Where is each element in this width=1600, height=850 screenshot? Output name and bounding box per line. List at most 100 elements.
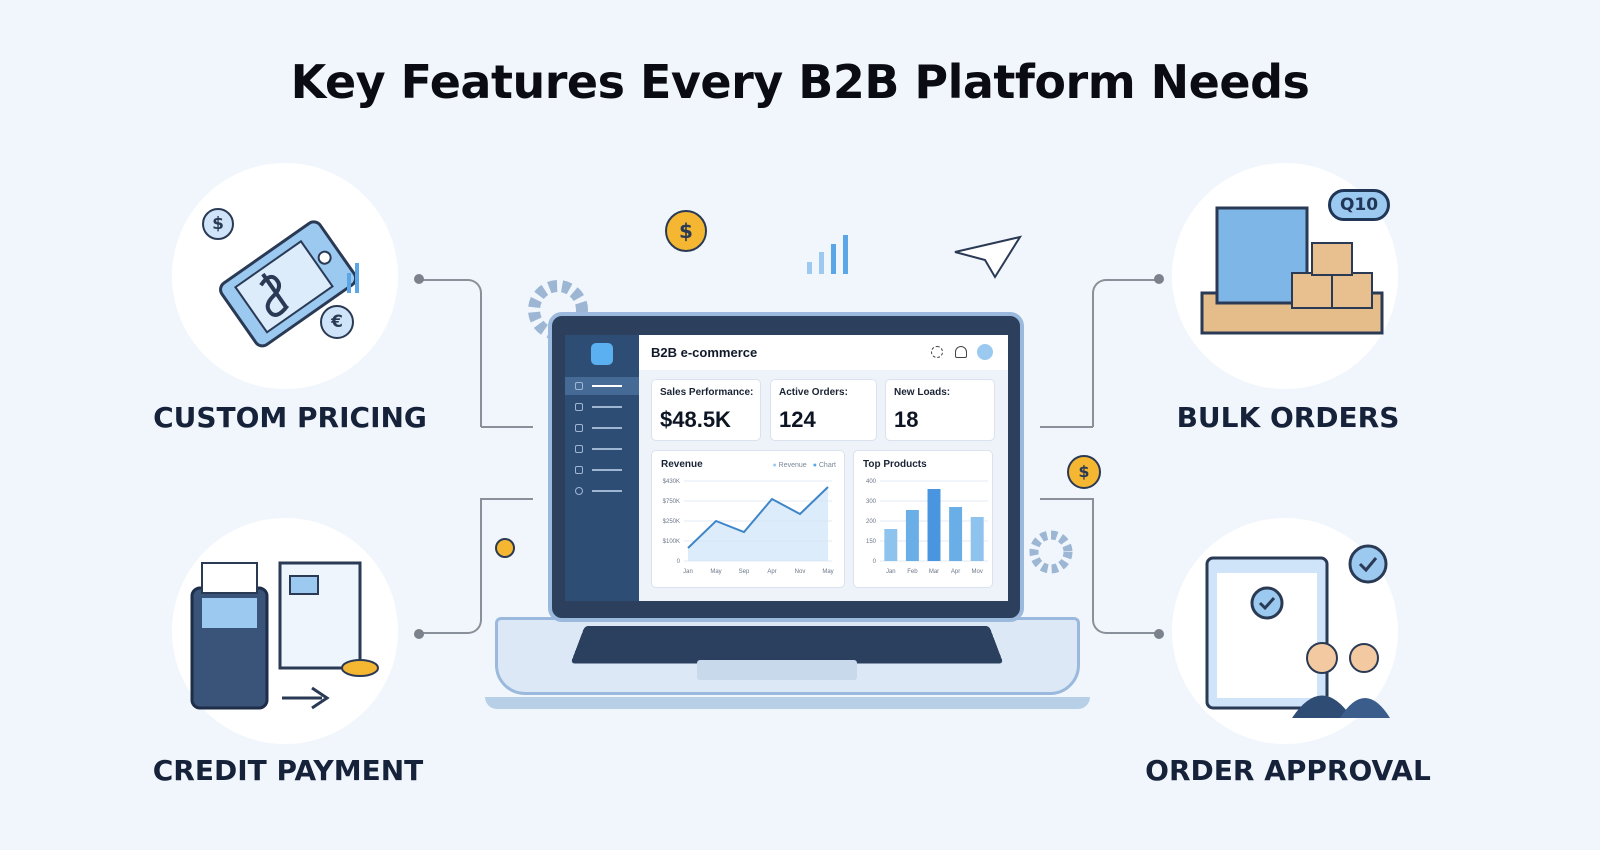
item-label-placeholder <box>592 427 622 429</box>
connector-dot <box>1154 274 1164 284</box>
y-tick-label: 400 <box>866 479 877 485</box>
kpi-value: $48.5K <box>660 407 731 432</box>
coin-icon <box>495 538 515 558</box>
document-icon <box>575 466 583 474</box>
bar <box>884 529 898 561</box>
y-tick-label: $750K <box>663 499 680 505</box>
connector-line <box>481 498 533 500</box>
connector-line <box>420 498 482 634</box>
kpi-value: 124 <box>779 407 816 432</box>
y-tick-label: $430K <box>663 479 680 485</box>
connector-line <box>1040 426 1093 428</box>
feature-label-order-approval: ORDER APPROVAL <box>1145 754 1431 787</box>
plus-circle-icon <box>575 487 583 495</box>
sidebar-item-dashboard[interactable] <box>565 377 639 395</box>
connector-dot <box>414 274 424 284</box>
euro-coin-icon: € <box>320 305 354 339</box>
revenue-area <box>688 487 828 561</box>
connector-line <box>420 279 482 427</box>
clipboard-approval-icon <box>1205 544 1390 718</box>
settings-icon[interactable] <box>931 346 943 358</box>
legend-label: Chart <box>818 462 836 469</box>
chart-title: Top Products <box>863 459 927 470</box>
feature-label-credit-payment: CREDIT PAYMENT <box>152 754 424 787</box>
x-tick-label: Apr <box>767 569 776 575</box>
warehouse-icon <box>575 445 583 453</box>
x-tick-label: Mov <box>972 569 983 575</box>
notification-bell-icon[interactable] <box>955 346 967 358</box>
chart-legend: ● Revenue ● Chart <box>772 461 836 470</box>
item-label-placeholder <box>592 469 622 471</box>
gear-icon <box>1029 530 1073 574</box>
dollar-coin-icon: $ <box>665 210 707 252</box>
dollar-coin-icon: $ <box>1067 455 1101 489</box>
revenue-line <box>687 486 829 549</box>
bulk-orders-illustration: Q10 <box>1172 163 1398 389</box>
connector-line <box>1092 279 1158 427</box>
dollar-coin-icon: $ <box>202 208 234 240</box>
app-logo-icon <box>591 343 613 365</box>
sidebar-item-warehouse[interactable] <box>565 440 639 458</box>
legend-chart: ● Chart <box>812 462 836 469</box>
connector-dot <box>1154 629 1164 639</box>
gear-icon <box>528 280 588 340</box>
item-label-placeholder <box>592 490 622 492</box>
kpi-card-orders: Active Orders: 124 <box>770 379 877 441</box>
x-tick-label: Apr <box>951 569 960 575</box>
connector-line <box>481 426 533 428</box>
y-tick-label: 0 <box>873 559 877 565</box>
quantity-badge: Q10 <box>1328 189 1390 221</box>
x-tick-label: Jan <box>683 569 693 575</box>
pallet-boxes-icon <box>1200 206 1384 335</box>
y-tick-label: $100K <box>663 539 680 545</box>
y-tick-label: $250K <box>663 519 680 525</box>
item-label-placeholder <box>592 406 622 408</box>
kpi-value: 18 <box>894 407 919 432</box>
bar <box>927 489 941 561</box>
bar <box>970 517 984 561</box>
sidebar-item-documents[interactable] <box>565 461 639 479</box>
y-tick-label: 150 <box>866 539 877 545</box>
dashboard-screen: B2B e-commerce Sales Performance:$48.5K … <box>565 335 1008 601</box>
chart-title: Revenue <box>661 459 703 470</box>
legend-revenue: ● Revenue <box>772 462 807 469</box>
sidebar-item-network[interactable] <box>565 398 639 416</box>
dashboard-icon <box>575 382 583 390</box>
bar <box>949 507 963 561</box>
sidebar-item-add[interactable] <box>565 482 639 500</box>
x-tick-label: Feb <box>907 569 918 575</box>
x-tick-label: May <box>822 569 833 575</box>
network-icon <box>575 403 583 411</box>
x-tick-label: Mar <box>929 569 939 575</box>
bar-chart-icon <box>807 235 848 274</box>
x-tick-label: Sep <box>739 569 750 575</box>
y-tick-label: 200 <box>866 519 877 525</box>
connector-dot <box>414 629 424 639</box>
top-bar: B2B e-commerce <box>639 335 1008 370</box>
app-title: B2B e-commerce <box>651 345 758 360</box>
revenue-chart-card: Revenue ● Revenue ● Chart $430K $750K $250… <box>651 450 845 588</box>
user-avatar[interactable] <box>977 344 993 360</box>
kpi-card-loads: New Loads: 18 <box>885 379 995 441</box>
sidebar-item-calendar[interactable] <box>565 419 639 437</box>
kpi-label: New Loads: <box>894 387 951 398</box>
order-approval-illustration <box>1172 518 1398 744</box>
price-tag-icon <box>219 220 359 348</box>
item-label-placeholder <box>592 448 622 450</box>
sidebar <box>565 335 639 601</box>
custom-pricing-illustration: $ € <box>172 163 398 389</box>
paper-plane-icon <box>954 235 1023 279</box>
connector-line <box>1040 498 1093 500</box>
kpi-label: Active Orders: <box>779 387 848 398</box>
page-title: Key Features Every B2B Platform Needs <box>290 55 1310 109</box>
y-tick-label: 0 <box>677 559 681 565</box>
legend-label: Revenue <box>778 462 807 469</box>
payment-terminal-icon <box>190 561 379 710</box>
calendar-icon <box>575 424 583 432</box>
laptop-keyboard <box>570 625 1004 664</box>
kpi-card-sales: Sales Performance:$48.5K <box>651 379 761 441</box>
x-tick-label: Nov <box>795 569 806 575</box>
bar <box>905 510 919 561</box>
